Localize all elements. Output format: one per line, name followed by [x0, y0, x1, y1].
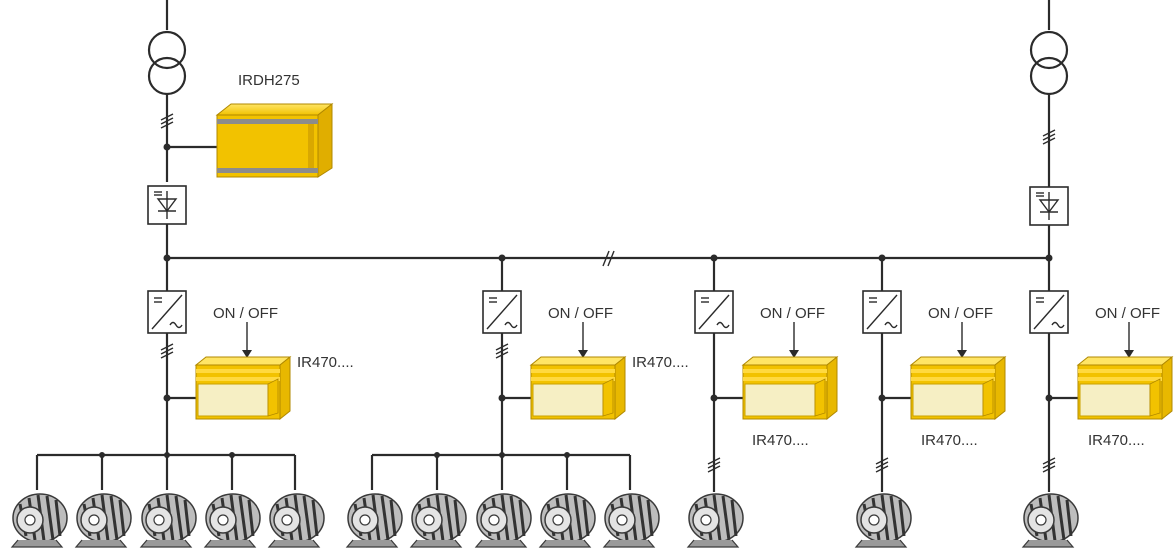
- inverter-icon: [147, 290, 187, 334]
- motor-icon: [474, 492, 533, 549]
- ir470-relay-module: [910, 356, 1006, 420]
- branch-group-2: [345, 258, 661, 549]
- motor-icon: [854, 492, 913, 549]
- ir470-relay-module: [742, 356, 838, 420]
- motor-icon: [538, 492, 597, 549]
- irdh275-label: IRDH275: [238, 72, 300, 89]
- ir470-label: IR470....: [921, 432, 978, 449]
- motor-icon: [139, 492, 198, 549]
- branch-single-5: [1021, 258, 1173, 549]
- inverter-icon: [862, 290, 902, 334]
- on-off-label: ON / OFF: [760, 305, 825, 322]
- on-off-label: ON / OFF: [548, 305, 613, 322]
- branch-single-4: [854, 258, 1006, 549]
- left-feed: [147, 0, 217, 258]
- ir470-label: IR470....: [297, 354, 354, 371]
- ir470-relay-module: [1077, 356, 1173, 420]
- inverter-icon: [482, 290, 522, 334]
- irdh275-device: [215, 102, 334, 178]
- dc-bus: [163, 250, 1053, 267]
- motor-icon: [409, 492, 468, 549]
- ir470-relay-module: [195, 356, 291, 420]
- motor-icon: [74, 492, 133, 549]
- motor-icon: [267, 492, 326, 549]
- transformer-icon: [1029, 30, 1069, 96]
- on-off-label: ON / OFF: [928, 305, 993, 322]
- ir470-label: IR470....: [752, 432, 809, 449]
- on-off-label: ON / OFF: [213, 305, 278, 322]
- on-off-label: ON / OFF: [1095, 305, 1160, 322]
- right-feed: [1029, 0, 1069, 258]
- inverter-icon: [694, 290, 734, 334]
- inverter-icon: [1029, 290, 1069, 334]
- branch-single-3: [686, 258, 838, 549]
- ir470-label: IR470....: [1088, 432, 1145, 449]
- ir470-relay-module: [530, 356, 626, 420]
- branch-group-1: [10, 258, 326, 549]
- motor-icon: [686, 492, 745, 549]
- rectifier-icon: [1029, 186, 1069, 226]
- motor-icon: [1021, 492, 1080, 549]
- rectifier-icon: [147, 185, 187, 225]
- motor-icon: [345, 492, 404, 549]
- ir470-label: IR470....: [632, 354, 689, 371]
- motor-icon: [602, 492, 661, 549]
- transformer-icon: [147, 30, 187, 96]
- motor-icon: [203, 492, 262, 549]
- motor-icon: [10, 492, 69, 549]
